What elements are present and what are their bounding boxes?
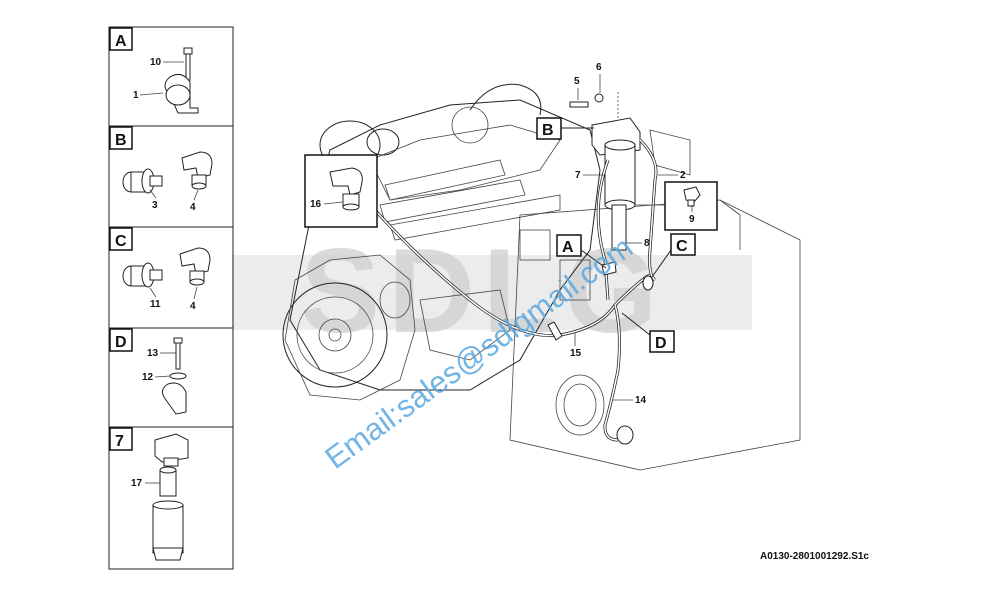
callout-13: 13 bbox=[147, 348, 159, 359]
detail-panel-7: 7 17 bbox=[109, 427, 189, 561]
panel-letter: A bbox=[115, 33, 127, 50]
logo-watermark: SDLG bbox=[232, 224, 752, 358]
callout-1: 1 bbox=[133, 90, 139, 101]
reference-code: A0130-2801001292.S1c bbox=[760, 551, 869, 562]
main-callouts: 5 6 7 2 8 15 14 bbox=[570, 62, 686, 406]
marker-a: A bbox=[562, 239, 574, 256]
marker-c: C bbox=[676, 238, 688, 255]
detail-panels: A 10 1 B 3 4 bbox=[108, 26, 234, 570]
callout-17: 17 bbox=[131, 478, 143, 489]
callout-15: 15 bbox=[570, 348, 582, 359]
detail-panel-a: A 10 1 bbox=[109, 27, 199, 114]
callout-10: 10 bbox=[150, 57, 162, 68]
callout-9: 9 bbox=[689, 214, 695, 225]
panel-letter: B bbox=[115, 132, 127, 149]
panel-letter: C bbox=[115, 233, 127, 250]
panel-letter: 7 bbox=[115, 433, 124, 450]
callout-11: 11 bbox=[150, 299, 161, 310]
logo-watermark-text: SDLG bbox=[300, 224, 665, 358]
engine-illustration bbox=[282, 83, 801, 471]
detail-panel-d: D 13 12 bbox=[109, 328, 187, 415]
main-markers: B A C D bbox=[536, 117, 696, 353]
callout-16: 16 bbox=[310, 199, 322, 210]
callout-6: 6 bbox=[596, 62, 602, 73]
callout-7: 7 bbox=[575, 170, 581, 181]
panel-letter: D bbox=[115, 334, 127, 351]
callout-5: 5 bbox=[574, 76, 580, 87]
callout-3: 3 bbox=[152, 200, 158, 211]
marker-b: B bbox=[542, 122, 554, 139]
callout-2: 2 bbox=[680, 170, 686, 181]
detail-panel-b: B 3 4 bbox=[109, 126, 213, 213]
detail-panel-c: C 11 4 bbox=[109, 227, 211, 312]
callout-box-9: 9 bbox=[635, 181, 718, 231]
callout-box-16: 16 bbox=[304, 154, 378, 228]
callout-8: 8 bbox=[644, 238, 650, 249]
fuel-hoses bbox=[373, 138, 658, 445]
callout-4: 4 bbox=[190, 202, 196, 213]
callout-12: 12 bbox=[142, 372, 154, 383]
callout-4b: 4 bbox=[190, 301, 196, 312]
callout-14: 14 bbox=[635, 395, 647, 406]
marker-d: D bbox=[655, 335, 667, 352]
